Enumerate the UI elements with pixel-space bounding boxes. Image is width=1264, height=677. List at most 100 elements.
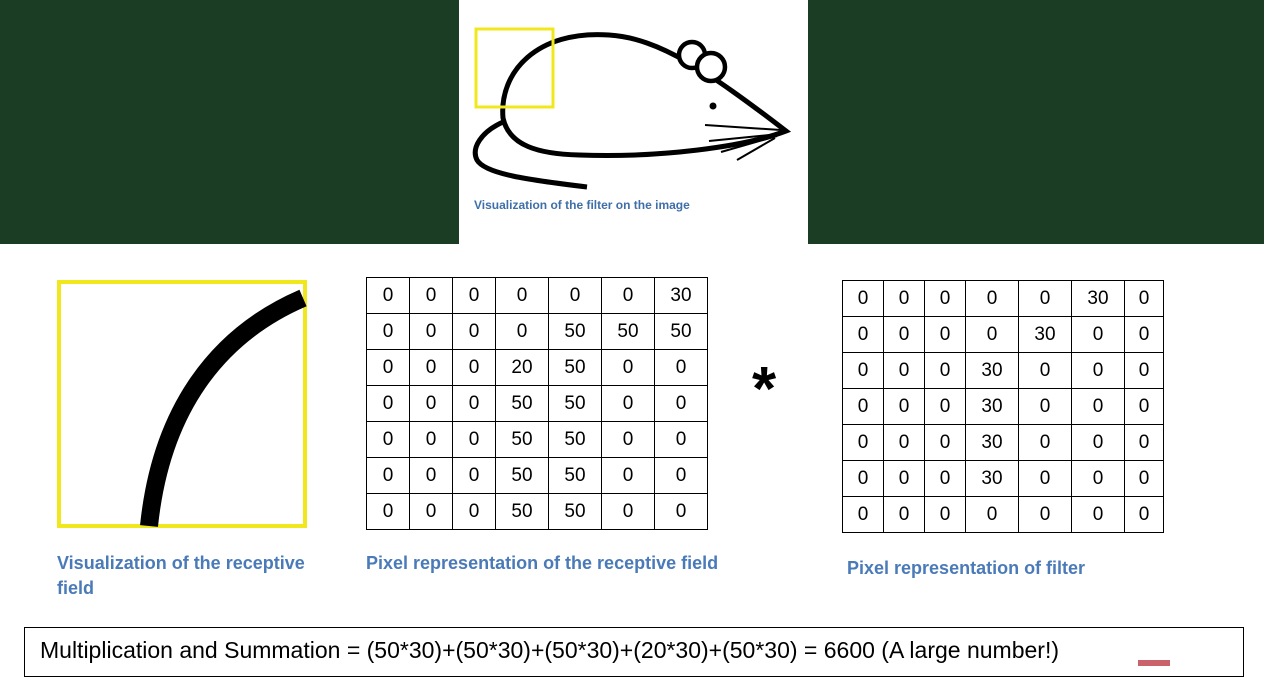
grid-cell: 0 xyxy=(366,313,410,350)
grid-cell: 0 xyxy=(1071,316,1125,353)
grid-cell: 0 xyxy=(883,280,925,317)
grid-cell: 0 xyxy=(1071,496,1125,533)
filter-image-caption: Visualization of the filter on the image xyxy=(474,198,690,212)
grid-cell: 0 xyxy=(1018,496,1072,533)
grid-cell: 0 xyxy=(1018,424,1072,461)
grid-cell: 0 xyxy=(409,313,453,350)
grid-cell: 0 xyxy=(654,385,708,422)
grid-cell: 0 xyxy=(924,280,966,317)
grid-cell: 30 xyxy=(1071,280,1125,317)
grid-cell: 0 xyxy=(842,496,884,533)
grid-cell: 0 xyxy=(1124,460,1164,497)
grid-cell: 50 xyxy=(548,385,602,422)
grid-cell: 0 xyxy=(965,316,1019,353)
grid-cell: 0 xyxy=(842,460,884,497)
formula-box: Multiplication and Summation = (50*30)+(… xyxy=(24,627,1244,677)
grid-cell: 0 xyxy=(883,352,925,389)
grid-cell: 50 xyxy=(495,385,549,422)
grid-cell: 0 xyxy=(1124,496,1164,533)
grid-cell: 50 xyxy=(654,313,708,350)
grid-cell: 0 xyxy=(883,496,925,533)
grid-cell: 30 xyxy=(965,460,1019,497)
filter-on-image-panel: Visualization of the filter on the image xyxy=(459,0,808,244)
grid-cell: 50 xyxy=(548,349,602,386)
grid-cell: 0 xyxy=(965,280,1019,317)
grid-cell: 0 xyxy=(924,496,966,533)
grid-cell: 0 xyxy=(654,493,708,530)
grid-cell: 30 xyxy=(965,424,1019,461)
grid-cell: 0 xyxy=(452,349,496,386)
grid-cell: 30 xyxy=(965,388,1019,425)
grid-cell: 0 xyxy=(924,352,966,389)
grid-cell: 0 xyxy=(883,316,925,353)
grid-cell: 0 xyxy=(409,421,453,458)
grid-cell: 0 xyxy=(409,277,453,314)
grid-cell: 0 xyxy=(452,457,496,494)
grid-cell: 50 xyxy=(548,457,602,494)
grid-cell: 0 xyxy=(883,388,925,425)
grid-cell: 0 xyxy=(1018,460,1072,497)
grid-cell: 30 xyxy=(965,352,1019,389)
grid-cell: 0 xyxy=(452,313,496,350)
grid-cell: 0 xyxy=(654,457,708,494)
grid-cell: 0 xyxy=(366,457,410,494)
grid-cell: 0 xyxy=(1124,316,1164,353)
grid-cell: 30 xyxy=(1018,316,1072,353)
grid-cell: 0 xyxy=(924,316,966,353)
grid-cell: 0 xyxy=(924,460,966,497)
grid-cell: 0 xyxy=(842,280,884,317)
grid-cell: 0 xyxy=(1018,352,1072,389)
grid-cell: 0 xyxy=(1124,424,1164,461)
grid-cell: 0 xyxy=(366,493,410,530)
grid-cell: 0 xyxy=(1018,280,1072,317)
grid-cell: 0 xyxy=(601,349,655,386)
grid-cell: 0 xyxy=(842,424,884,461)
grid-cell: 0 xyxy=(366,421,410,458)
grid-cell: 50 xyxy=(495,493,549,530)
grid-cell: 0 xyxy=(366,385,410,422)
grid-cell: 0 xyxy=(452,385,496,422)
grid-cell: 0 xyxy=(452,277,496,314)
grid-cell: 50 xyxy=(495,457,549,494)
corner-marker xyxy=(1138,660,1170,666)
receptive-field-visualization xyxy=(57,280,307,528)
grid-cell: 0 xyxy=(548,277,602,314)
grid-cell: 0 xyxy=(409,493,453,530)
grid-cell: 50 xyxy=(548,421,602,458)
receptive-field-caption: Visualization of the receptive field xyxy=(57,553,305,598)
grid-cell: 0 xyxy=(409,385,453,422)
grid-cell: 50 xyxy=(548,313,602,350)
grid-cell: 0 xyxy=(965,496,1019,533)
grid-cell: 20 xyxy=(495,349,549,386)
grid-cell: 30 xyxy=(654,277,708,314)
grid-cell: 0 xyxy=(601,457,655,494)
grid-cell: 0 xyxy=(654,349,708,386)
grid-cell: 0 xyxy=(1071,352,1125,389)
grid-cell: 0 xyxy=(366,277,410,314)
grid-cell: 0 xyxy=(1124,352,1164,389)
grid-cell: 0 xyxy=(1124,388,1164,425)
grid-cell: 0 xyxy=(883,424,925,461)
grid-cell: 0 xyxy=(1071,388,1125,425)
grid-cell: 0 xyxy=(495,277,549,314)
receptive-pixel-caption: Pixel representation of the receptive fi… xyxy=(366,553,719,573)
grid-cell: 0 xyxy=(1071,460,1125,497)
mouse-drawing xyxy=(472,27,792,190)
grid-cell: 0 xyxy=(601,277,655,314)
filter-highlight-box xyxy=(474,27,555,109)
grid-cell: 0 xyxy=(924,424,966,461)
grid-cell: 0 xyxy=(654,421,708,458)
